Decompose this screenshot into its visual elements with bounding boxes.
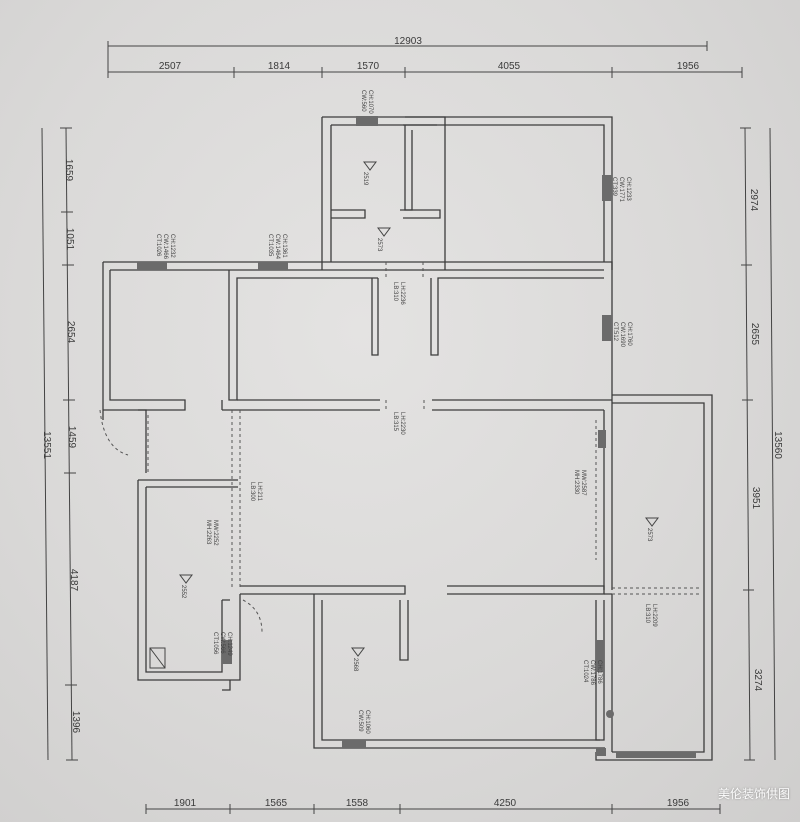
- bottom-dimension: 4250: [494, 798, 517, 809]
- right-dimension: 3274: [752, 669, 763, 692]
- annotation-label: LH:2236: [399, 282, 405, 305]
- height-label: 2552: [180, 585, 186, 599]
- annotation-label: CT:1026: [155, 234, 161, 257]
- annotation-label: CW:1464: [274, 234, 280, 260]
- annotation-label: LH:211: [256, 482, 262, 502]
- annotation-label: CW:1466: [162, 234, 168, 260]
- watermark: 美伦装饰供图: [717, 787, 790, 801]
- annotation-label: LH:2230: [399, 412, 405, 435]
- right-dimension-labels: 2974 2655 3951 3274 13560: [748, 189, 783, 692]
- right-dimension: 2655: [749, 323, 760, 346]
- annotation-label: CH:1361: [281, 234, 287, 258]
- bottom-dimension: 1901: [174, 798, 197, 809]
- left-dimension: 4187: [68, 569, 79, 592]
- left-dimension-labels: 13551 1659 1051 2654 1459 4187 1396: [41, 159, 81, 734]
- annotation-label: CT:339: [611, 177, 617, 197]
- annotation-label: CT:512: [612, 322, 618, 342]
- annotation-label: CW:560: [360, 90, 366, 112]
- walls: [102, 116, 713, 761]
- annotation-label: CW:1786: [589, 660, 595, 686]
- annotation-label: LB:310: [644, 604, 650, 624]
- height-markers: [179, 161, 659, 657]
- left-dimension: 1459: [66, 426, 77, 449]
- annotation-label: CH:1232: [169, 234, 175, 258]
- top-dimension: 4055: [498, 61, 521, 72]
- height-label: 2573: [646, 528, 652, 542]
- left-dimension: 1659: [63, 159, 74, 182]
- annotation-label: CW:1771: [618, 177, 624, 203]
- annotation-label: MW:2252: [212, 520, 218, 546]
- annotation-label: LB:315: [392, 412, 398, 432]
- annotation-label: CH:1233: [625, 177, 631, 201]
- annotation-label: MH:2263: [205, 520, 211, 545]
- top-dimension: 2507: [159, 61, 182, 72]
- left-dimension-lines: [41, 127, 78, 761]
- annotation-label: CW:509: [357, 710, 363, 732]
- height-label: 2568: [352, 658, 358, 672]
- annotation-label: LH:2209: [651, 604, 657, 627]
- top-dimension-labels: 12903 2507 1814 1570 4055 1956: [159, 36, 700, 72]
- right-total-dimension: 13560: [772, 431, 783, 459]
- window-symbols: [137, 116, 696, 758]
- door-openings: [147, 262, 700, 595]
- left-dimension: 1051: [64, 228, 75, 251]
- bottom-dimension: 1956: [667, 798, 690, 809]
- annotation-label: CT:1035: [267, 234, 273, 257]
- left-dimension: 2654: [65, 321, 76, 344]
- fixture-symbol: [149, 647, 166, 669]
- annotation-label: CH:1786: [596, 660, 602, 684]
- height-label: 2573: [376, 238, 382, 252]
- top-dimension-lines: [107, 41, 743, 78]
- room-annotations: CH:1070 CW:560 CH:1233 CW:1771 CT:339 CH…: [155, 90, 657, 734]
- top-total-dimension: 12903: [394, 36, 422, 47]
- annotation-label: CW:566: [219, 632, 225, 654]
- top-dimension: 1570: [357, 61, 380, 72]
- annotation-label: CT:1056: [212, 632, 218, 655]
- annotation-label: MH:2330: [573, 470, 579, 495]
- top-dimension: 1814: [268, 61, 291, 72]
- door-swings: [99, 409, 263, 633]
- left-dimension: 1396: [70, 711, 81, 734]
- annotation-label: CH:1249: [226, 632, 232, 656]
- right-dimension: 3951: [750, 487, 761, 510]
- height-label: 2519: [362, 172, 368, 186]
- left-total-dimension: 13551: [41, 431, 52, 459]
- annotation-label: CW:1690: [619, 322, 625, 348]
- annotation-label: CH:1060: [364, 710, 370, 734]
- annotation-label: CH:1070: [367, 90, 373, 114]
- top-dimension: 1956: [677, 61, 700, 72]
- bottom-dimension: 1558: [346, 798, 369, 809]
- annotation-label: CT:1024: [582, 660, 588, 683]
- bottom-dimension-lines: [145, 804, 721, 814]
- bottom-dimension: 1565: [265, 798, 288, 809]
- annotation-label: MW:2587: [580, 470, 586, 496]
- right-dimension: 2974: [748, 189, 759, 212]
- annotation-label: CH:1760: [626, 322, 632, 346]
- annotation-label: LB:310: [392, 282, 398, 302]
- bottom-dimension-labels: 1901 1565 1558 4250 1956: [174, 798, 690, 809]
- annotation-label: LB:300: [249, 482, 255, 502]
- right-dimension-lines: [740, 127, 776, 761]
